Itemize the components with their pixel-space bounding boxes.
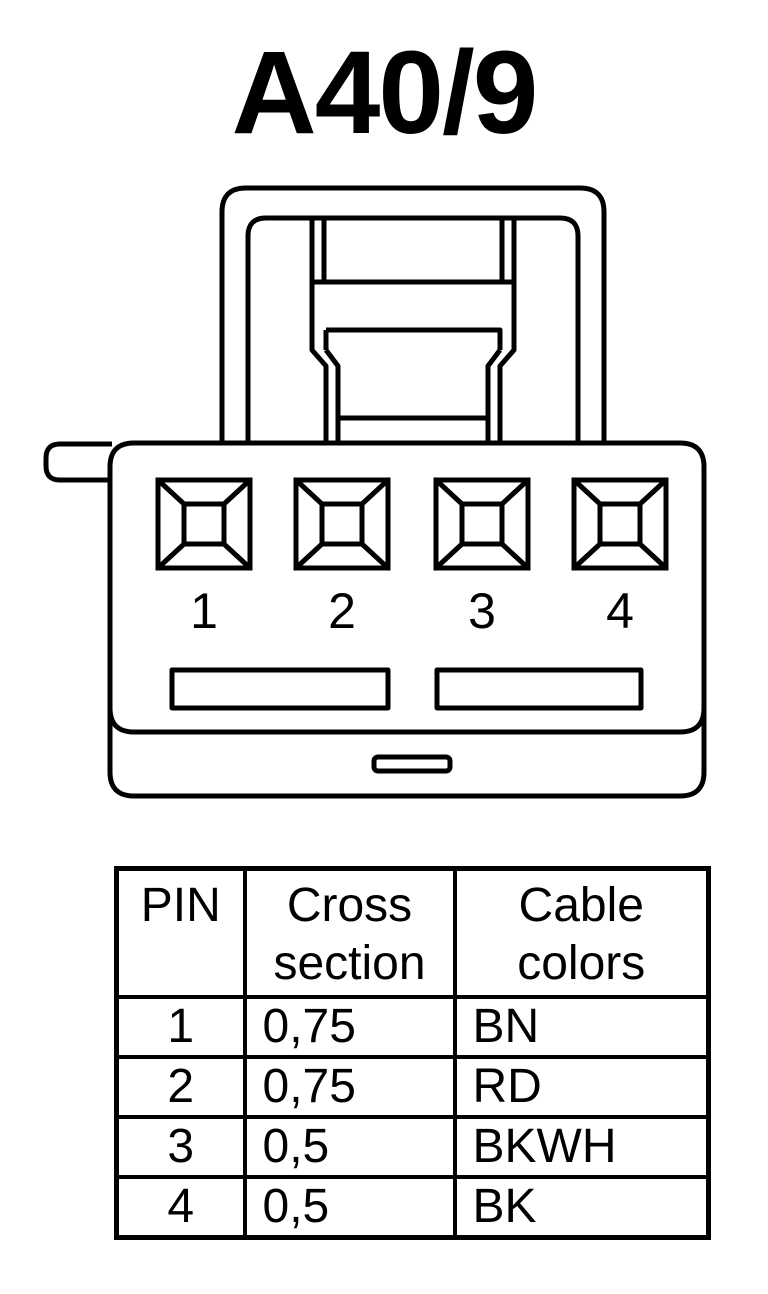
pin-cavity-3 [433,477,531,571]
pin-cavity-1 [155,477,253,571]
table-row: 2 0,75 RD [114,1054,711,1119]
header-pin: PIN [114,866,247,999]
cell-cross-section: 0,75 [242,994,457,1059]
cell-cable-color: RD [452,1054,711,1119]
housing-slot-left [169,667,391,711]
pin-label-1: 1 [190,583,218,639]
cell-cross-section: 0,75 [242,1054,457,1119]
cell-cross-section: 0,5 [242,1174,457,1239]
latch-tongue-lower [309,282,517,445]
housing-slot-bottom [371,754,453,774]
header-pin-label: PIN [140,879,221,932]
pin-cavity-4 [571,477,669,571]
header-cable-colors: Cable colors [452,866,711,999]
table-header-row: PIN Cross section Cable colors [114,866,711,999]
latch-tongue [309,218,517,285]
header-color-line2: colors [517,937,646,990]
diagram-title: A40/9 [231,27,539,159]
connector-latch-inner [245,215,581,445]
cell-pin: 1 [114,994,247,1059]
pin-table: PIN Cross section Cable colors 1 0,75 BN… [114,866,711,1240]
header-color-line1: Cable [518,879,644,932]
table-row: 4 0,5 BK [114,1174,711,1239]
cell-cross-section: 0,5 [242,1114,457,1179]
table-row: 1 0,75 BN [114,994,711,1059]
housing-lip [107,707,707,735]
connector-latch [219,185,607,445]
connector-drawing: 1 2 3 4 [43,185,707,799]
cell-cable-color: BKWH [452,1114,711,1179]
header-cross-line1: Cross [286,879,413,932]
header-cross-section: Cross section [242,866,457,999]
pin-label-3: 3 [468,583,496,639]
pin-cavity-2 [293,477,391,571]
table-row: 3 0,5 BKWH [114,1114,711,1179]
housing-slot-right [434,667,644,711]
cell-pin: 4 [114,1174,247,1239]
cell-cable-color: BK [452,1174,711,1239]
header-cross-line2: section [273,937,426,990]
pin-label-4: 4 [606,583,634,639]
pin-label-2: 2 [328,583,356,639]
side-tab [43,441,112,483]
connector-housing [107,440,707,799]
cell-pin: 2 [114,1054,247,1119]
cell-cable-color: BN [452,994,711,1059]
cell-pin: 3 [114,1114,247,1179]
